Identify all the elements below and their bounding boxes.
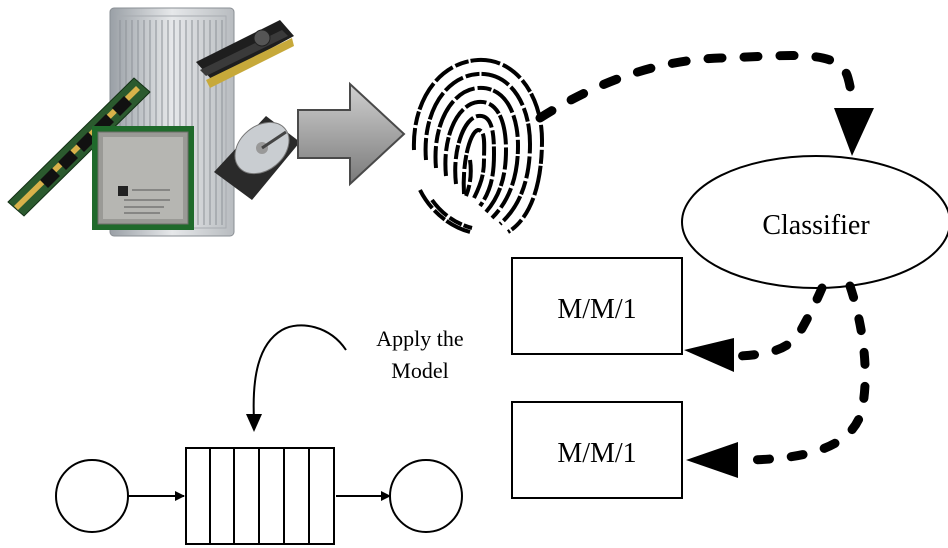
apply-model-arrowhead <box>246 414 262 432</box>
connector-arrowhead <box>686 442 738 478</box>
connector-arrowhead <box>834 108 874 156</box>
dashed-connector-classifier-queue-bottom <box>735 281 870 465</box>
queue-box-top-label: M/M/1 <box>557 294 636 325</box>
apply-model-label-line2: Model <box>391 358 448 383</box>
queue-buffer <box>185 447 335 545</box>
source-node <box>55 459 129 533</box>
queue-box-top <box>511 257 683 355</box>
graphics-card-icon <box>196 20 294 88</box>
apply-model-label-line1: Apply the <box>376 326 463 351</box>
classifier-node <box>681 155 948 289</box>
big-right-arrow-icon <box>297 81 406 187</box>
queue-box-bottom-label: M/M/1 <box>557 438 636 469</box>
dashed-connector-fingerprint-classifier <box>535 51 857 123</box>
connector-arrowhead <box>684 338 734 372</box>
computer-hardware-icon <box>7 7 300 237</box>
server-node <box>389 459 463 533</box>
dashed-connector-classifier-queue-top <box>735 283 827 361</box>
ram-stick-icon <box>7 77 151 217</box>
fingerprint-icon <box>411 57 545 234</box>
queue-box-bottom <box>511 401 683 499</box>
hard-drive-icon <box>214 116 300 200</box>
cpu-chip-icon <box>92 126 194 230</box>
classifier-label: Classifier <box>762 210 870 241</box>
apply-model-curved-arrow <box>252 324 347 421</box>
